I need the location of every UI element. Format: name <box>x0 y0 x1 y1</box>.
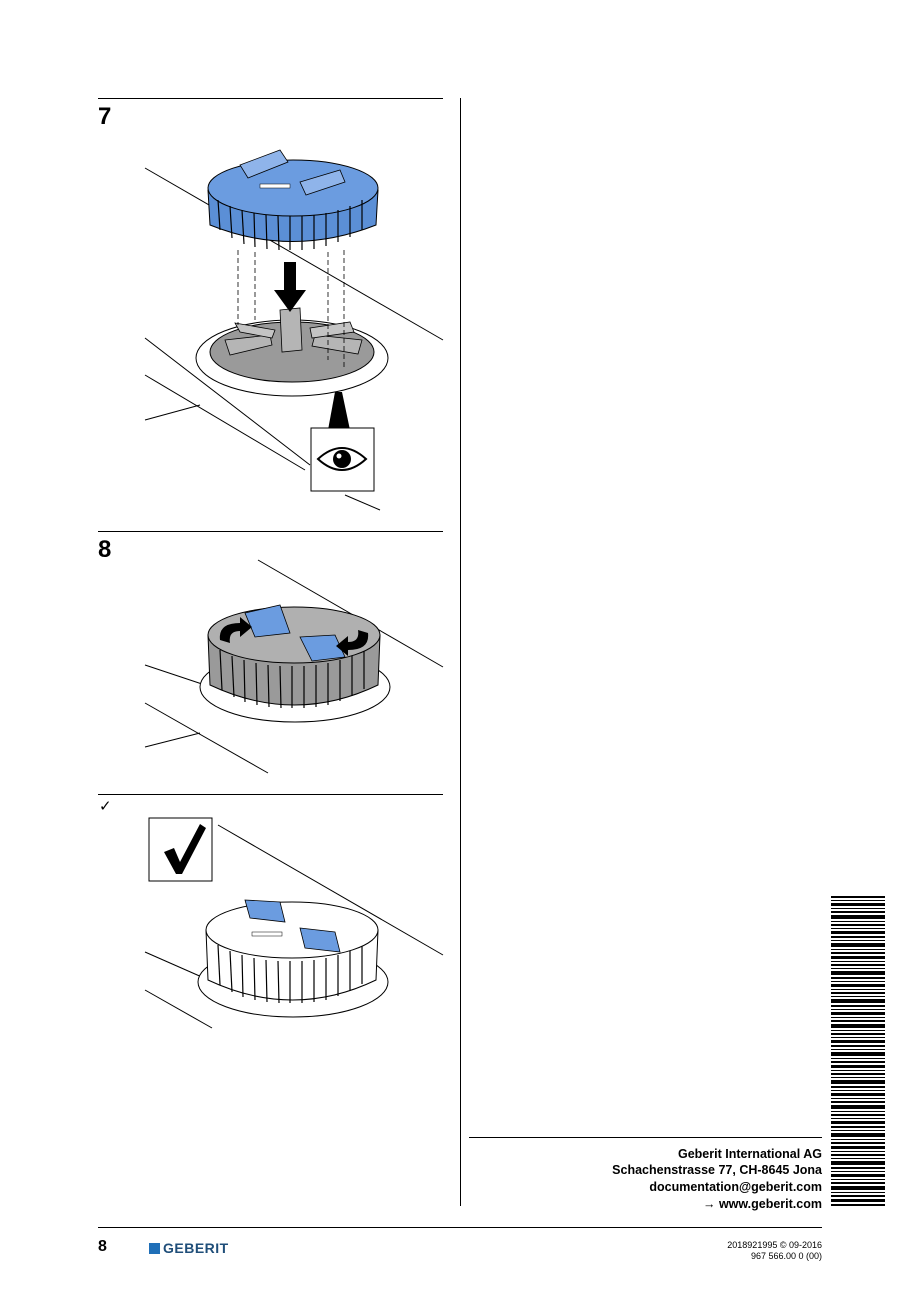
section-8-divider <box>98 531 443 532</box>
result-illustration <box>144 817 444 1029</box>
section-check-divider <box>98 794 443 795</box>
section-7-divider <box>98 98 443 99</box>
contact-divider <box>469 1137 822 1138</box>
document-version: 967 566.00 0 (00) <box>750 1251 822 1261</box>
footer-divider <box>98 1227 822 1228</box>
step-number-7: 7 <box>98 103 112 130</box>
company-name: Geberit International AG <box>677 1147 822 1161</box>
step-check-mark: ✓ <box>99 797 112 815</box>
checkmark-icon <box>164 824 206 874</box>
geberit-logo: GEBERIT <box>149 1240 229 1256</box>
step-8-illustration <box>144 559 444 774</box>
company-email[interactable]: documentation@geberit.com <box>649 1180 822 1194</box>
eye-icon <box>316 447 368 471</box>
document-id: 2018921995 © 09-2016 <box>727 1240 822 1250</box>
logo-square-icon <box>149 1242 160 1254</box>
step-number-8: 8 <box>98 536 112 563</box>
page-number: 8 <box>98 1238 107 1255</box>
document-reference: 2018921995 © 09-2016 967 566.00 0 (00) <box>727 1240 822 1262</box>
logo-text: GEBERIT <box>163 1240 229 1256</box>
company-address: Schachenstrasse 77, CH-8645 Jona <box>612 1163 822 1177</box>
step-7-illustration <box>144 149 444 511</box>
column-divider <box>460 98 461 1206</box>
company-website[interactable]: → www.geberit.com <box>702 1197 822 1211</box>
barcode <box>831 896 885 1206</box>
